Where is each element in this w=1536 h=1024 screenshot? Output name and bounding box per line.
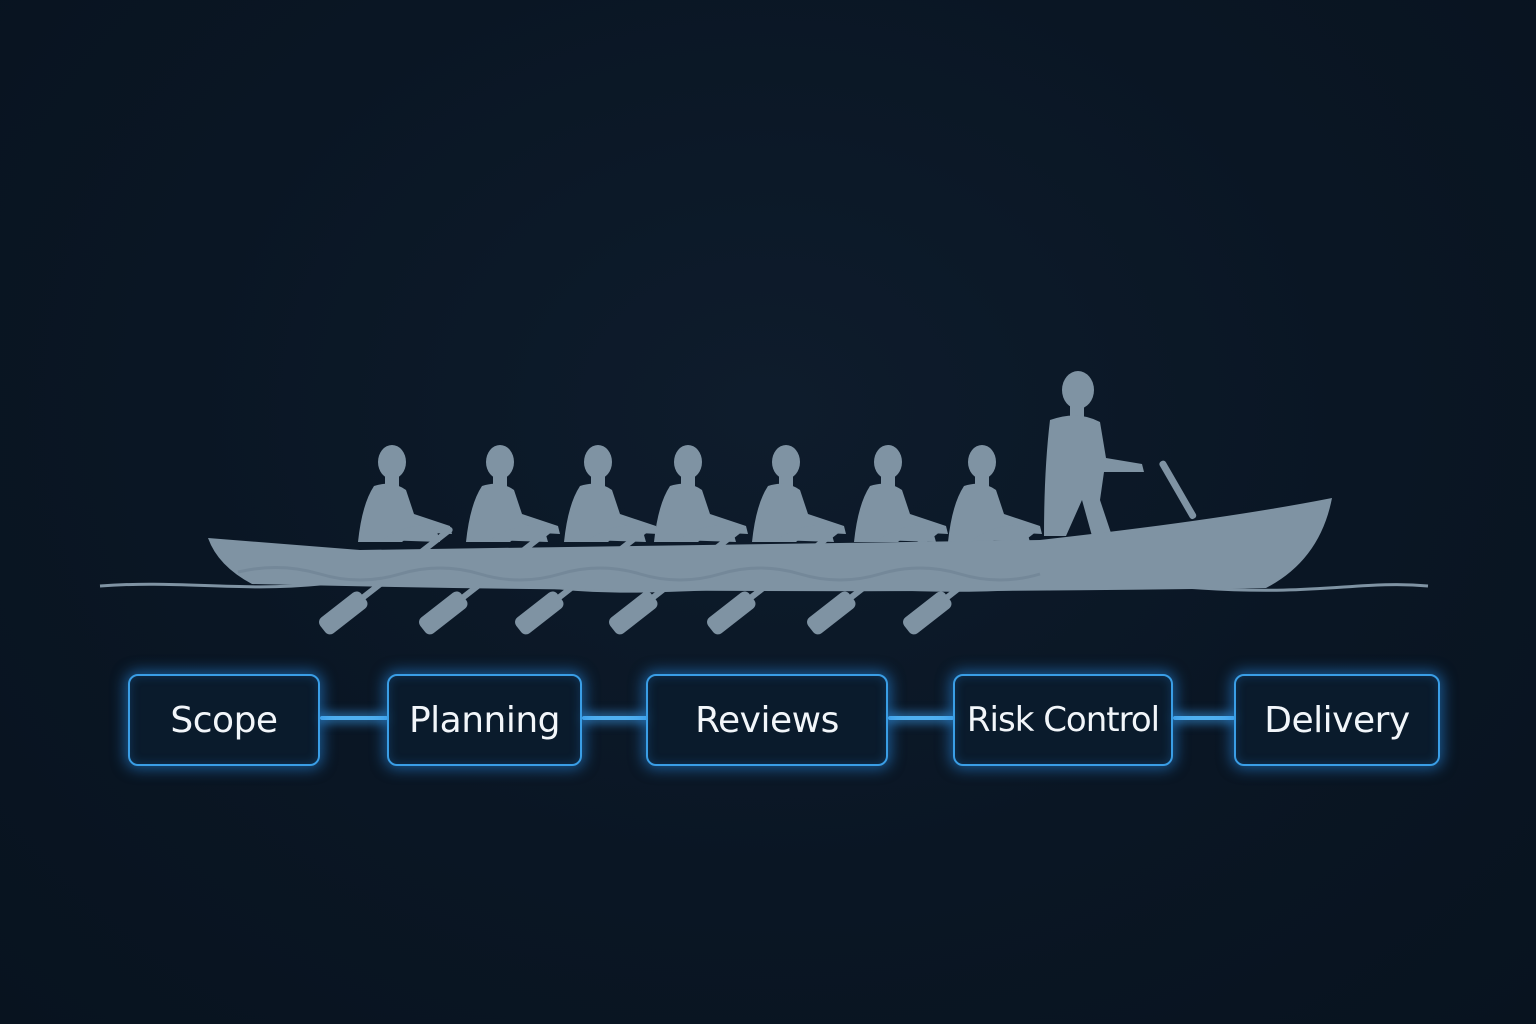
step-delivery: Delivery <box>1234 674 1440 766</box>
step-label: Reviews <box>695 699 839 741</box>
connector-risk-delivery <box>1173 716 1235 720</box>
step-label: Scope <box>170 699 278 741</box>
rower-silhouette-icon <box>358 445 1042 542</box>
connector-planning-reviews <box>582 716 648 720</box>
step-planning: Planning <box>387 674 582 766</box>
step-label: Risk Control <box>966 700 1160 740</box>
connector-scope-planning <box>320 716 388 720</box>
step-label: Delivery <box>1264 699 1410 741</box>
rowing-boat-icon <box>208 498 1332 592</box>
connector-reviews-risk <box>888 716 954 720</box>
step-reviews: Reviews <box>646 674 888 766</box>
step-risk-control: Risk Control <box>953 674 1173 766</box>
step-label: Planning <box>408 699 561 741</box>
step-scope: Scope <box>128 674 320 766</box>
standing-coxswain-icon <box>1044 371 1197 536</box>
